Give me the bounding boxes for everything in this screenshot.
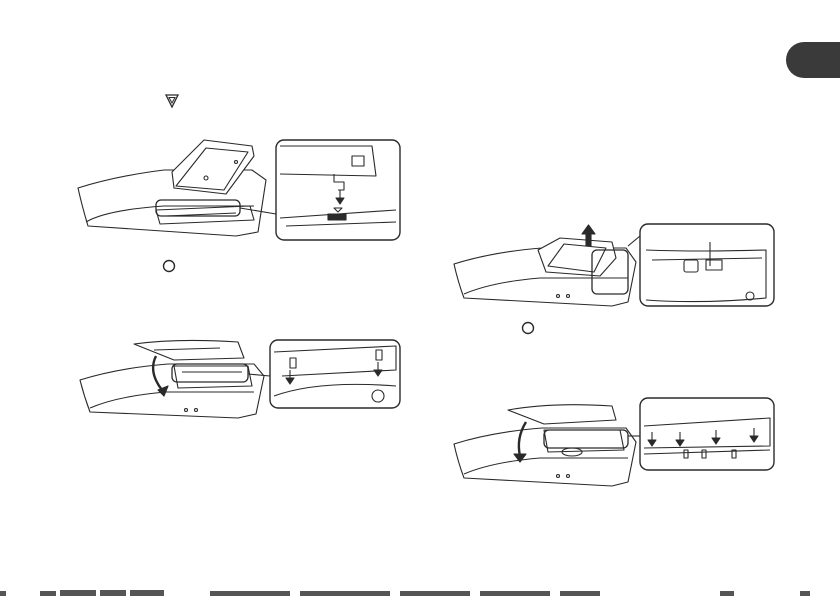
circle-icon	[520, 320, 536, 336]
remove-drive-figure	[452, 222, 782, 314]
cropped-text-strip	[0, 588, 840, 596]
circle-icon	[161, 258, 177, 274]
section-tab-marker	[786, 42, 840, 78]
inverted-triangle-icon	[164, 93, 180, 109]
attach-cover-figure-left	[78, 336, 408, 422]
attach-cover-figure-right	[452, 396, 782, 492]
insert-disc-drive-figure	[76, 136, 406, 246]
